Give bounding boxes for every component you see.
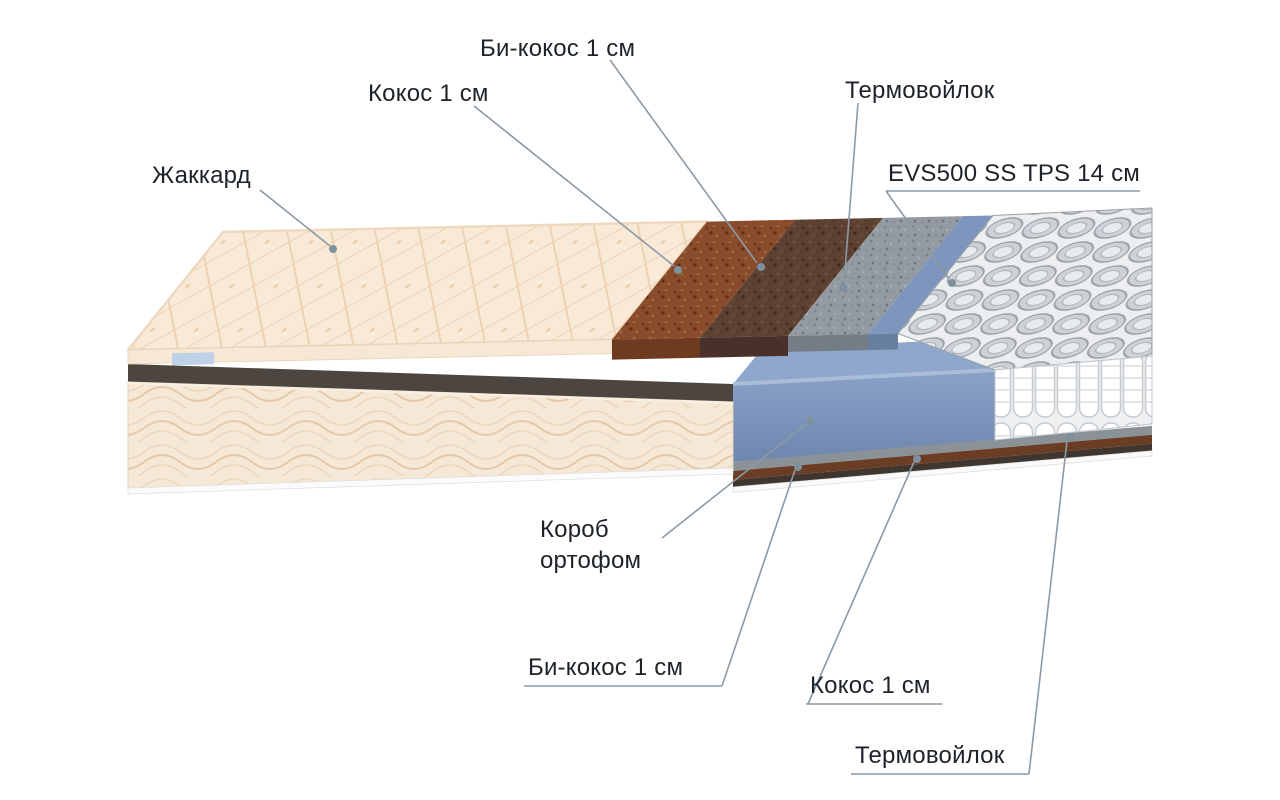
body-top-band: [128, 364, 733, 402]
coconut-front-face: [612, 337, 700, 360]
spring-block-front: [994, 355, 1153, 441]
leader-coconut-bottom: [807, 461, 915, 705]
dot-bi-coconut-top: [757, 263, 765, 271]
label-coconut-bottom: Кокос 1 см: [810, 672, 931, 699]
leader-bi-coconut-top: [609, 59, 758, 264]
dot-foam-box: [806, 417, 814, 425]
label-jacquard: Жаккард: [152, 162, 251, 189]
dot-coconut-bottom: [913, 455, 921, 463]
dot-thermofelt-top: [839, 284, 847, 292]
bottom-piping-left: [127, 467, 734, 495]
body-top-piping: [127, 381, 734, 405]
label-coconut-top: Кокос 1 см: [368, 80, 489, 107]
bottom-coconut-strip: [733, 434, 1152, 480]
bottom-piping-right: [732, 450, 1153, 493]
label-thermofelt-bottom: Термовойлок: [855, 742, 1005, 769]
leader-jacquard: [259, 189, 331, 247]
leader-bi-coconut-bottom: [721, 469, 796, 687]
label-spring-block: EVS500 SS TPS 14 см: [888, 160, 1140, 187]
leader-coconut-top: [473, 105, 675, 267]
foam-box-edge-face: [868, 333, 898, 351]
thermofelt-front-face: [788, 334, 868, 352]
dot-coconut-top: [674, 266, 682, 274]
dot-springs: [948, 279, 956, 287]
bi-coconut-front-face: [700, 335, 788, 358]
leader-thermofelt-top: [843, 102, 859, 284]
foam-box-rear-edge: [868, 215, 993, 335]
bi-coconut-top-layer: [700, 217, 883, 338]
label-foam-box-line1: Короб: [540, 516, 609, 543]
label-bi-coconut-bottom: Би-кокос 1 см: [528, 654, 684, 681]
foam-box-bevel: [732, 368, 996, 386]
leader-springs: [885, 190, 950, 280]
brand-tag: [172, 352, 214, 366]
label-bi-coconut-top: Би-кокос 1 см: [480, 35, 636, 62]
leader-foam-box: [661, 423, 807, 539]
foam-box-front: [733, 370, 995, 462]
thermofelt-top-layer: [788, 216, 963, 336]
label-thermofelt-top: Термовойлок: [845, 77, 995, 104]
coconut-top-layer: [612, 219, 795, 340]
leader-thermofelt-bottom: [1028, 440, 1068, 775]
dot-jacquard: [329, 245, 337, 253]
label-foam-box-line2: ортофом: [540, 547, 642, 574]
dot-thermofelt-bottom: [1066, 433, 1074, 441]
bottom-felt-strip: [733, 425, 1152, 471]
spring-block-top: [897, 207, 1153, 371]
dot-bi-coconut-bottom: [794, 463, 802, 471]
label-foam-box: Короб ортофом: [540, 514, 641, 576]
bottom-dark-strip: [733, 443, 1152, 487]
